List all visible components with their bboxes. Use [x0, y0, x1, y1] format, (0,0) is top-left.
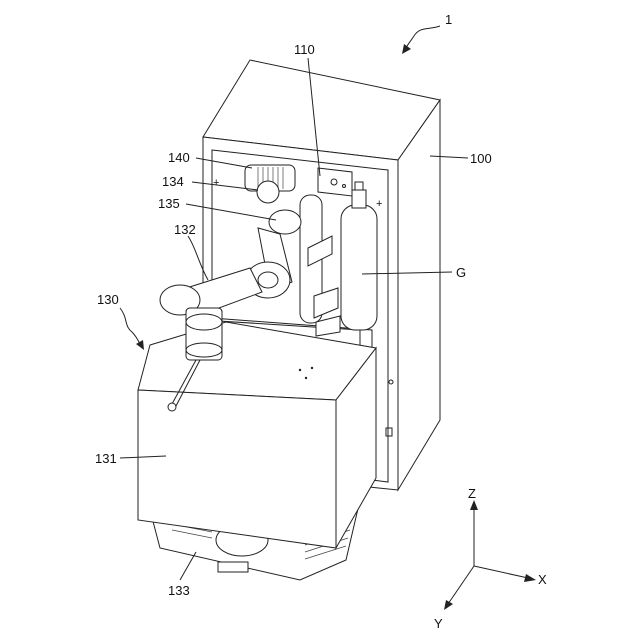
label-arm: 132 — [174, 222, 196, 237]
axis-label-z: Z — [468, 486, 476, 501]
label-base: 133 — [168, 583, 190, 598]
label-joint-a: 134 — [162, 174, 184, 189]
label-joint-b: 135 — [158, 196, 180, 211]
robot-cover — [138, 322, 376, 548]
axis-label-x: X — [538, 572, 547, 587]
axis-triad: Z X Y — [434, 486, 547, 631]
control-panel — [318, 168, 352, 196]
label-gas: G — [456, 265, 466, 280]
label-tool: 140 — [168, 150, 190, 165]
screw-mark-left: + — [213, 177, 219, 189]
label-housing: 100 — [470, 151, 492, 166]
axis-label-y: Y — [434, 616, 443, 631]
label-device: 1 — [445, 12, 452, 27]
screw-mark-right: + — [376, 198, 382, 210]
label-robot-unit: 130 — [97, 292, 119, 307]
label-cover: 131 — [95, 451, 117, 466]
label-panel: 110 — [294, 42, 315, 57]
